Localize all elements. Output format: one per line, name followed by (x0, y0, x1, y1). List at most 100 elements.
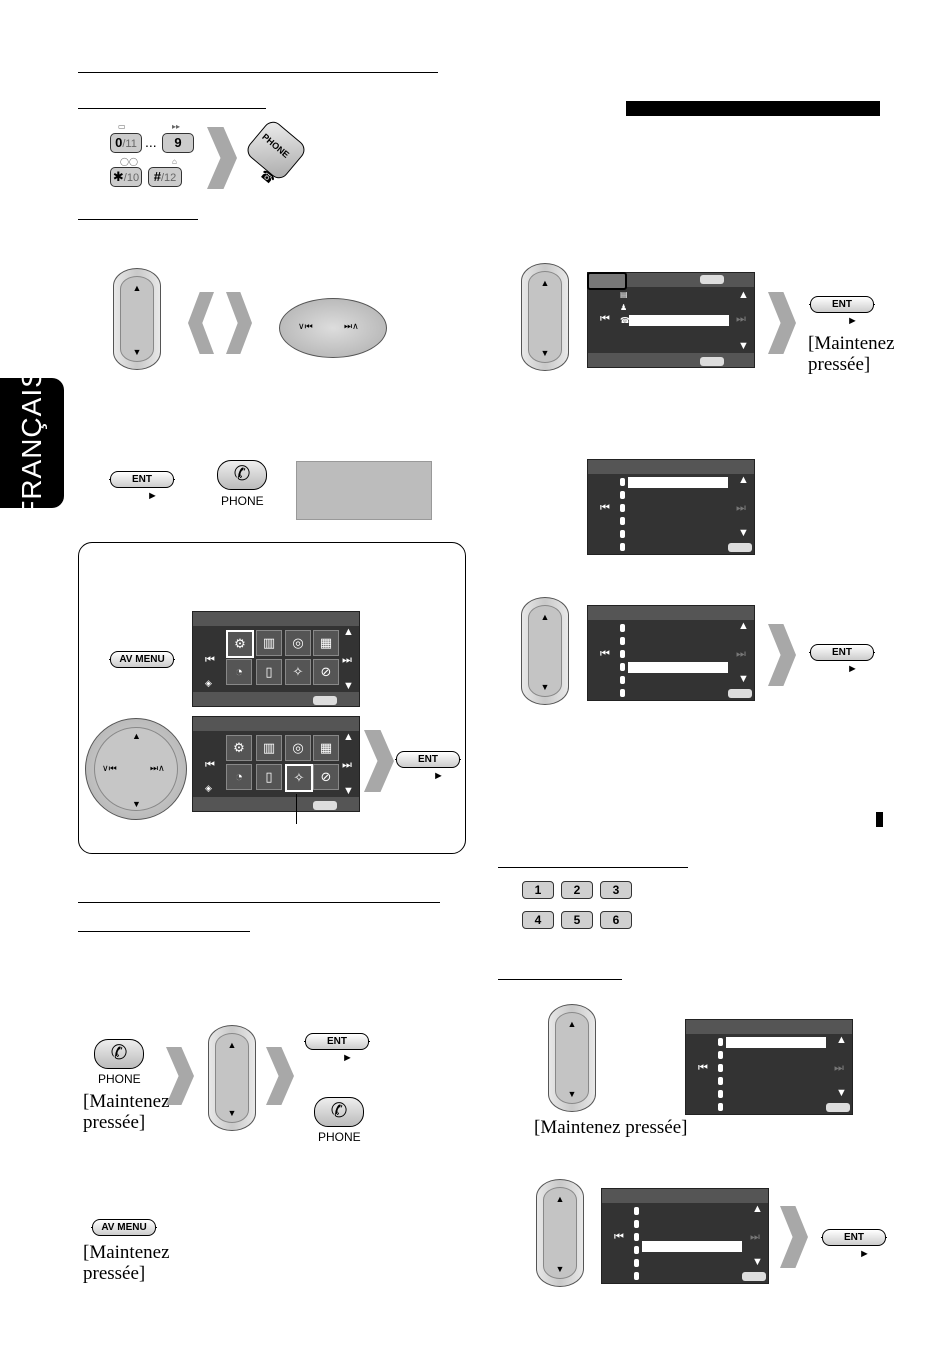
source-icon: ◈ (205, 678, 212, 688)
play-icon: ► (847, 315, 858, 327)
grid-icon: ▦ (313, 630, 339, 656)
display-placeholder (296, 461, 432, 520)
menu-screen: ⚙ ▥ ◎ ▦ ◔ ▯ ✧ ⊘ ▲ ⏭ ⏮ ▼ ◈ (192, 611, 360, 707)
language-label: FRANÇAIS (16, 368, 47, 518)
hold-note: [Maintenez (83, 1091, 170, 1112)
scroll-roller[interactable]: ▲▼ (113, 268, 161, 370)
ent-button[interactable]: ENT (109, 471, 175, 488)
number-key-1[interactable]: 1 (522, 881, 554, 899)
heading-rule (498, 979, 622, 980)
play-icon: ► (847, 663, 858, 675)
hold-note: pressée] (808, 354, 871, 375)
arrow-right-icon (780, 1206, 808, 1268)
play-icon: ► (147, 490, 158, 502)
disc-off-icon: ⊘ (313, 764, 339, 790)
number-key-2[interactable]: 2 (561, 881, 593, 899)
language-tab: FRANÇAIS (0, 368, 64, 518)
arrow-left-icon (188, 292, 214, 354)
phonebook-icon: ▤ (620, 290, 628, 299)
hold-note: [Maintenez (808, 333, 895, 354)
down-icon: ▼ (132, 799, 141, 809)
arrow-right-icon (768, 292, 796, 354)
timer-icon: ◔ (226, 764, 252, 790)
bluetooth-icon: ✧ (285, 764, 313, 792)
phone-button[interactable]: ✆ (94, 1039, 144, 1069)
previous-icon: ⏮ (205, 654, 215, 666)
down-icon: ▼ (343, 785, 354, 797)
arrow-right-icon (266, 1047, 294, 1105)
up-icon: ▲ (738, 289, 749, 301)
scroll-roller[interactable]: ▲▼ (548, 1004, 596, 1112)
up-icon: ▲ (343, 731, 354, 743)
grid-icon: ▦ (313, 735, 339, 761)
previous-icon: ⏮ (600, 313, 610, 325)
number-key-3[interactable]: 3 (600, 881, 632, 899)
phone-key[interactable]: PHONE (243, 117, 309, 183)
av-menu-button[interactable]: AV MENU (109, 651, 175, 668)
arrow-right-icon (166, 1047, 194, 1105)
av-menu-button[interactable]: AV MENU (91, 1219, 157, 1236)
scroll-roller[interactable]: ▲▼ (536, 1179, 584, 1287)
handset-icon: ✆ (233, 463, 251, 485)
play-icon: ► (342, 1052, 353, 1064)
hold-note: [Maintenez pressée] (534, 1117, 688, 1138)
callout-line (296, 794, 297, 824)
heading-rule (78, 108, 266, 109)
number-key-5[interactable]: 5 (561, 911, 593, 929)
phone-label: PHONE (318, 1130, 361, 1144)
heading-rule (78, 219, 198, 220)
heading-rule (78, 902, 440, 903)
phone-button[interactable]: ✆ (217, 460, 267, 490)
next-icon: ⏭ (736, 313, 746, 325)
equalizer-icon: ▥ (256, 630, 282, 656)
repeat-icon: ◯◯ (120, 157, 138, 166)
phone-button[interactable]: ✆ (314, 1097, 364, 1127)
contacts-icon: ♟ (620, 303, 628, 312)
arrow-right-icon (226, 292, 252, 354)
section-title-bar (626, 101, 880, 116)
previous-icon: ⏮ (205, 759, 215, 771)
source-icon: ◈ (205, 783, 212, 793)
list-screen: ▲ ⏭ ⏮ ▼ (587, 459, 755, 555)
hold-note: pressée] (83, 1112, 146, 1133)
fast-forward-icon: ▸▸ (172, 122, 181, 131)
play-icon: ► (859, 1248, 870, 1260)
number-key-4[interactable]: 4 (522, 911, 554, 929)
control-dial[interactable]: ▲ ▼ ∨⏮ ⏭∧ (85, 718, 187, 820)
ellipsis: ... (145, 134, 157, 150)
heading-rule (78, 931, 250, 932)
scroll-roller[interactable]: ▲▼ (208, 1025, 256, 1131)
phone-icon: ☎ (620, 316, 630, 325)
key-star[interactable]: ✱/10 (110, 167, 142, 187)
hold-note: [Maintenez (83, 1242, 170, 1263)
number-key-6[interactable]: 6 (600, 911, 632, 929)
disc-off-icon: ⊘ (313, 659, 339, 685)
phone-label: PHONE (98, 1072, 141, 1086)
scroll-roller[interactable]: ▲▼ (521, 263, 569, 371)
key-hash[interactable]: #/12 (148, 167, 182, 187)
av-menu-panel (78, 542, 466, 854)
up-icon: ▲ (132, 731, 141, 741)
ent-button[interactable]: ENT (821, 1229, 887, 1246)
ent-button[interactable]: ENT (395, 751, 461, 768)
arrow-right-icon (207, 127, 237, 189)
track-dial[interactable]: ∨⏮ ⏭∧ (279, 298, 387, 358)
scroll-roller[interactable]: ▲▼ (521, 597, 569, 705)
key-9[interactable]: 9 (162, 133, 194, 153)
down-icon: ▼ (738, 340, 749, 352)
heading-rule (498, 867, 688, 868)
menu-screen-selected: ⚙ ▥ ◎ ▦ ◔ ▯ ✧ ⊘ ▲ ⏭ ⏮ ▼ ◈ (192, 716, 360, 812)
end-marker (876, 812, 883, 827)
list-screen-selected: ▲ ⏭ ⏮ ▼ (601, 1188, 769, 1284)
timer-icon: ◔ (226, 659, 252, 685)
settings-icon: ⚙ (226, 735, 252, 761)
ent-button[interactable]: ENT (809, 644, 875, 661)
next-icon: ⏭ (342, 654, 352, 666)
key-0[interactable]: 0/11 (110, 133, 142, 153)
camera-icon: ⌂ (172, 157, 177, 166)
folder-icon: ▭ (118, 122, 126, 131)
ent-button[interactable]: ENT (809, 296, 875, 313)
list-screen: ▲ ⏭ ⏮ ▼ (685, 1019, 853, 1115)
up-icon: ▲ (343, 626, 354, 638)
ent-button[interactable]: ENT (304, 1033, 370, 1050)
